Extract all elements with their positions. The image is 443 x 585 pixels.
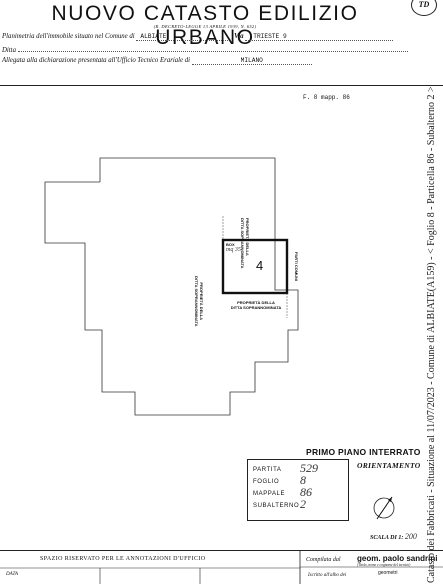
floor-label: PRIMO PIANO INTERRATO — [306, 447, 421, 457]
form-badge: TD — [411, 0, 437, 16]
box-unit — [221, 238, 289, 295]
document-title: NUOVO CATASTO EDILIZIO URBANO — [51, 2, 359, 49]
label-bottom-line1: PROPRIETÀ DELLA — [237, 300, 275, 305]
compiler-name: geom. paolo sandrini — [357, 554, 438, 563]
sub-label: SUBALTERNO — [253, 503, 300, 509]
side-note: Catasto dei Fabbricati - Situazione al 1… — [426, 86, 437, 583]
box-label: BOX mq 35 — [226, 242, 241, 253]
partita-label: PARTITA — [253, 467, 282, 473]
decree-reference: (R. DECRETO-LEGGE 13 APRILE 1939, N. 652… — [153, 24, 257, 29]
mappale-label: MAPPALE — [253, 491, 286, 497]
scale-label: SCALA DI 1: — [370, 535, 404, 541]
compass-arrowhead — [388, 497, 392, 502]
cadastral-stamp: PARTITA FOGLIO MAPPALE SUBALTERNO 529 8 … — [247, 459, 349, 521]
label-left-line2: DITTA SOPRANNOMINATA — [194, 276, 199, 327]
plan-outline — [44, 157, 299, 416]
compilata-label: Compilata dal — [306, 557, 341, 563]
iscritto-label: Iscritto all'albo dei — [308, 573, 347, 578]
mappale-value: 86 — [300, 485, 312, 499]
ditta-label: Ditta — [2, 47, 16, 54]
partita-value: 529 — [300, 461, 318, 475]
foglio-label: FOGLIO — [253, 479, 280, 485]
scale: SCALA DI 1: 200 — [370, 532, 417, 541]
box-area: mq 35 — [226, 246, 241, 253]
compiler-note: (Titolo, nome e cognome del tecnico) — [357, 563, 411, 567]
footer-section — [0, 550, 443, 585]
sheet-reference: F. 8 mapp. 86 — [303, 94, 350, 101]
ditta-dots — [17, 45, 408, 52]
data-label: DATA — [6, 572, 18, 577]
stamp-labels: PARTITA FOGLIO MAPPALE SUBALTERNO — [253, 464, 299, 512]
ditta-line: Ditta — [2, 45, 408, 54]
via-value: TRIESTE 9 — [245, 33, 394, 41]
albo-value: geometri — [378, 570, 398, 576]
planimetria-line: Planimetria dell'immobile situato nel Co… — [2, 33, 394, 41]
ufficio-value: MILANO — [191, 57, 312, 65]
allegata-label: Allegata alla dichiarazione presentata a… — [2, 57, 191, 64]
label-bottom-line2: DITTA SOPRANNOMINATA — [230, 304, 282, 310]
stamp-values: 529 8 86 2 — [300, 462, 318, 510]
unit-number: 4 — [256, 258, 264, 273]
plan-frame — [0, 85, 443, 526]
scale-value: 200 — [404, 532, 417, 541]
compass-circle — [373, 497, 395, 519]
label-top-line1: PROPRIETÀ DELLA — [245, 218, 250, 256]
planimetria-label: Planimetria dell'immobile situato nel Co… — [2, 33, 135, 40]
label-top-line2: DITTA SOPRANNOMINATA — [240, 218, 245, 269]
label-bottom-owner: PROPRIETÀ DELLA DITTA SOPRANNOMINATA — [224, 300, 288, 310]
comune-value: ALBIATE — [136, 33, 229, 41]
label-left-owner: PROPRIETÀ DELLA DITTA SOPRANNOMINATA — [194, 276, 204, 327]
label-left-line1: PROPRIETÀ DELLA — [199, 282, 204, 321]
annotations-title: SPAZIO RISERVATO PER LE ANNOTAZIONI D'UF… — [40, 556, 206, 562]
sub-value: 2 — [300, 497, 306, 511]
label-top-owner: PROPRIETÀ DELLA DITTA SOPRANNOMINATA — [240, 218, 250, 269]
via-label: Via — [234, 33, 244, 40]
box-label-text: BOX — [226, 242, 235, 247]
foglio-value: 8 — [300, 473, 306, 487]
orientation-label: ORIENTAMENTO — [357, 461, 421, 470]
allegata-line: Allegata alla dichiarazione presentata a… — [2, 57, 312, 65]
label-common-parts: PARTI COMUNI — [294, 252, 299, 282]
